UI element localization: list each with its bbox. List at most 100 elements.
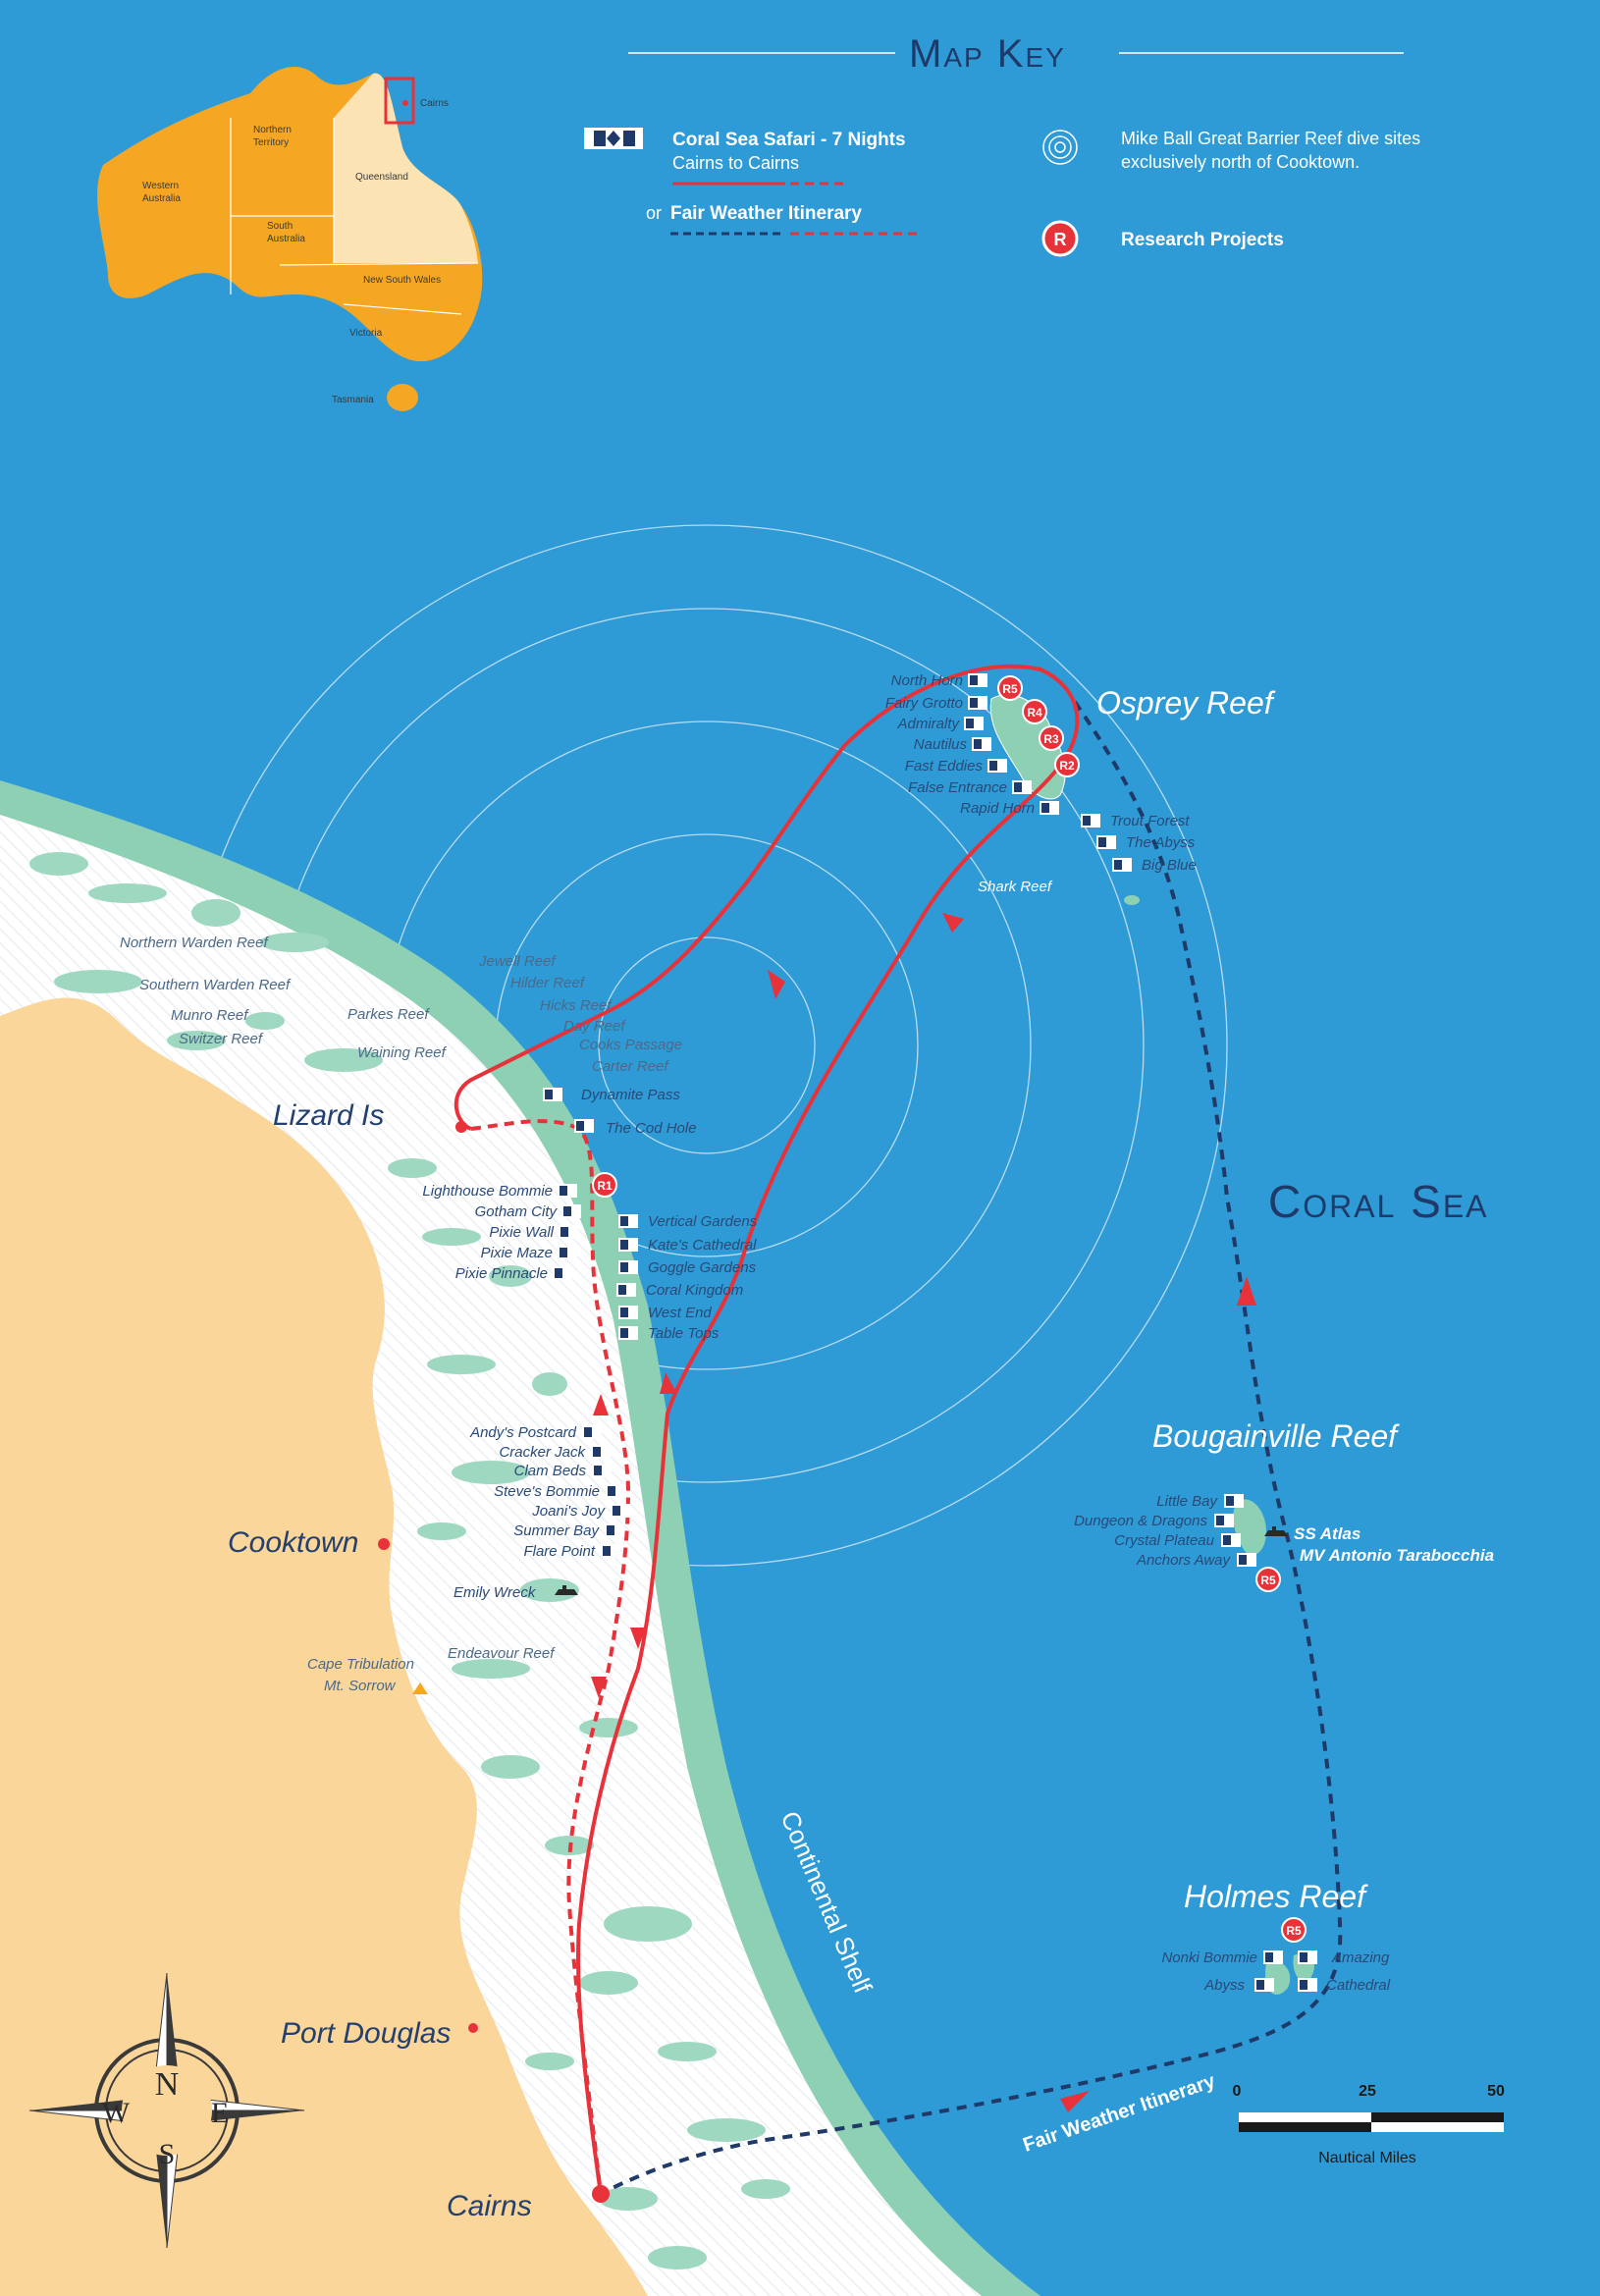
tasmania-shape: [387, 384, 418, 411]
inset-nt-label-2: Territory: [253, 137, 289, 148]
scale-unit: Nautical Miles: [1318, 2150, 1416, 2166]
reef-label: Endeavour Reef: [448, 1645, 556, 1662]
dive-site-flag-icon: [606, 1484, 625, 1498]
queensland-region: [334, 73, 478, 263]
port-douglas-dot: [468, 2023, 478, 2033]
scale-tick-50: 50: [1487, 2083, 1505, 2100]
scale-bar: 0 25 50 Nautical Miles: [1233, 2083, 1505, 2166]
lizard-is-dot: [455, 1121, 467, 1133]
dive-site-flag-icon: [618, 1238, 638, 1252]
dive-site-flag-icon: [1112, 858, 1132, 872]
reef-label: Southern Warden Reef: [139, 977, 292, 993]
dive-site-label: Pixie Pinnacle: [455, 1265, 548, 1282]
inset-locator-box: [384, 77, 415, 125]
dive-site-flag-icon: [591, 1445, 611, 1459]
dive-site-label: North Horn: [891, 672, 963, 689]
dive-site-label: Steve's Bommie: [494, 1483, 600, 1500]
research-marker-label: R2: [1059, 759, 1075, 773]
holmes-reef-label: Holmes Reef: [1184, 1879, 1368, 1914]
reef-label: Cooks Passage: [579, 1037, 682, 1053]
dive-site-flag-icon: [1096, 835, 1116, 849]
mt-sorrow-icon: [412, 1682, 428, 1694]
dive-site-flag-icon: [582, 1425, 602, 1439]
coral-sea-label: Coral Sea: [1268, 1176, 1489, 1227]
cooktown-label: Cooktown: [228, 1526, 358, 1559]
inset-nt-label-1: Northern: [253, 125, 292, 135]
bougainville-reef-shape: [1233, 1499, 1266, 1555]
inset-tas-label: Tasmania: [332, 395, 374, 405]
dive-site-flag-icon: [1254, 1978, 1274, 1992]
cairns-dot: [592, 2185, 610, 2203]
dive-site-flag-icon: [1214, 1514, 1234, 1527]
compass-w: W: [102, 2097, 131, 2129]
dive-site-label: Fairy Grotto: [885, 695, 963, 712]
dive-site-label: Admiralty: [896, 716, 960, 732]
dive-site-label: Goggle Gardens: [648, 1259, 757, 1276]
reef-label: Munro Reef: [171, 1007, 249, 1024]
scale-tick-0: 0: [1233, 2083, 1242, 2100]
inset-nsw-label: New South Wales: [363, 275, 441, 286]
reef-label: Hicks Reef: [540, 997, 613, 1014]
shark-reef-label: Shark Reef: [978, 879, 1053, 895]
compass-e: E: [211, 2097, 229, 2129]
dive-site-label: Kate's Cathedral: [648, 1237, 757, 1254]
mv-antonio-label: MV Antonio Tarabocchia: [1300, 1546, 1494, 1565]
reef-patches: [29, 852, 790, 2269]
dive-site-flag-icon: [618, 1214, 638, 1228]
fair-weather-route: [600, 700, 1343, 2196]
reef-label: Waining Reef: [357, 1044, 448, 1061]
dive-site-label: Summer Bay: [513, 1522, 600, 1539]
dive-site-flag-icon: [1298, 1950, 1317, 1964]
dive-site-label: Clam Beds: [514, 1463, 587, 1479]
research-marker: R1: [592, 1172, 617, 1198]
dive-site-flag-icon: [558, 1246, 577, 1259]
dive-site-label: Cathedral: [1326, 1977, 1391, 1994]
research-icon-letter: R: [1054, 230, 1067, 249]
dive-site-flag-icon: [561, 1204, 581, 1218]
dive-site-flag-icon: [1221, 1533, 1241, 1547]
dive-site-flag-icon: [1040, 801, 1059, 815]
research-marker: R4: [1022, 699, 1047, 724]
key-dive-sites-line1: Mike Ball Great Barrier Reef dive sites: [1121, 129, 1420, 148]
dive-site-label: Nautilus: [914, 736, 968, 753]
dive-site-flag-icon: [1081, 814, 1100, 828]
dive-site-flag-icon: [972, 737, 991, 751]
dive-site-flag-icon: [618, 1260, 638, 1274]
bougainville-reef-label: Bougainville Reef: [1152, 1418, 1400, 1454]
dive-site-label: Vertical Gardens: [648, 1213, 758, 1230]
compass-rose: N S E W: [28, 1972, 305, 2249]
dive-site-flag-icon: [618, 1306, 638, 1319]
emily-wreck-label: Emily Wreck: [453, 1584, 537, 1601]
reef-label: Day Reef: [563, 1018, 626, 1035]
dive-site-flag-icon: [968, 696, 987, 710]
cooktown-dot: [378, 1538, 390, 1550]
research-marker: R5: [1255, 1567, 1281, 1592]
research-marker-label: R5: [1286, 1924, 1302, 1938]
dive-site-flag-icon: [553, 1266, 572, 1280]
dive-site-label: Dungeon & Dragons: [1074, 1513, 1207, 1529]
dive-site-label: Abyss: [1203, 1977, 1245, 1994]
dive-site-flag-icon: [559, 1225, 578, 1239]
key-itinerary-title: Coral Sea Safari - 7 Nights: [672, 130, 906, 150]
wreck-icon: [555, 1585, 578, 1595]
dive-site-label: Trout Forest: [1110, 813, 1190, 829]
dive-site-flag-icon: [605, 1523, 624, 1537]
research-marker-label: R4: [1027, 706, 1042, 720]
key-itinerary-route: Cairns to Cairns: [672, 153, 799, 173]
dive-site-label: Cracker Jack: [499, 1444, 586, 1461]
cape-tribulation-label: Cape Tribulation: [307, 1656, 414, 1673]
dive-site-label: Table Tops: [648, 1325, 720, 1342]
dive-site-label: Lighthouse Bommie: [422, 1183, 553, 1200]
research-marker-label: R5: [1002, 682, 1018, 696]
reef-label: Carter Reef: [592, 1058, 669, 1075]
key-research-label: Research Projects: [1121, 230, 1284, 250]
ss-atlas-label: SS Atlas: [1294, 1524, 1360, 1543]
mt-sorrow-label: Mt. Sorrow: [324, 1678, 397, 1694]
dive-site-label: Pixie Wall: [489, 1224, 554, 1241]
dive-site-label: False Entrance: [908, 779, 1007, 796]
map-key-title: Map Key: [909, 32, 1066, 76]
dive-site-flag-icon: [1237, 1553, 1256, 1567]
reef-label: Parkes Reef: [347, 1006, 430, 1023]
